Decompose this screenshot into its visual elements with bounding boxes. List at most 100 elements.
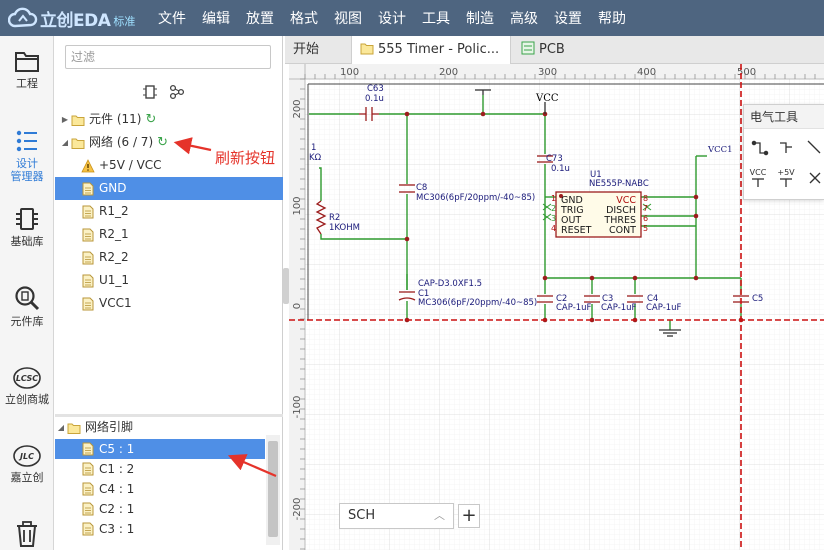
net-pin-label: C3 : 1 (99, 522, 135, 536)
schematic-drawing[interactable]: 100 200 300 400 500 200 100 0 -100 -200 (289, 64, 824, 550)
tab-label: 开始 (293, 42, 320, 57)
ruler-left-label: -200 (292, 498, 303, 521)
u1-pin-number: 7 (643, 204, 648, 213)
menu-item[interactable]: 文件 (158, 11, 186, 27)
panel-splitter[interactable] (55, 414, 283, 417)
plus5v-tool-icon[interactable] (780, 178, 792, 187)
menu-item[interactable]: 高级 (510, 11, 538, 27)
net-view-icon[interactable] (169, 84, 185, 100)
pin-list-scrollbar[interactable] (266, 435, 280, 545)
electrical-tools-palette: 电气工具 VCC +5V (743, 104, 824, 200)
rail-project[interactable]: 工程 (0, 48, 54, 90)
menu-item[interactable]: 工具 (422, 11, 450, 27)
jlc-icon: JLC (13, 445, 41, 467)
tree-group[interactable]: ◢ 网络 (6 / 7)↻ (55, 131, 283, 154)
u1-pin-name: CONT (609, 225, 636, 236)
panel-toolbar (143, 84, 185, 100)
tab-pcb[interactable]: PCB (513, 36, 603, 64)
netlabel-tool-icon[interactable] (807, 140, 821, 154)
component-view-icon[interactable] (143, 84, 157, 100)
u1-pin-name: RESET (561, 225, 592, 236)
rail-label: 基础库 (10, 235, 44, 248)
net-pin-item[interactable]: C3 : 1 (55, 519, 265, 539)
vcc-tool-icon[interactable] (752, 178, 764, 187)
electrical-tools-grid: VCC +5V (750, 140, 821, 187)
chip-icon (16, 208, 38, 230)
u1-label: U1 (590, 170, 602, 180)
rail-lcsc-mall[interactable]: LCSC 立创商城 (0, 366, 54, 406)
tree-item-label: 元件 (11) (89, 112, 142, 126)
schematic-canvas[interactable]: 100 200 300 400 500 200 100 0 -100 -200 (289, 64, 824, 550)
u1-pin-name: OUT (561, 215, 581, 226)
refresh-icon[interactable]: ↻ (145, 112, 157, 127)
document-icon (82, 522, 94, 536)
net-pin-item[interactable]: C4 : 1 (55, 479, 265, 499)
u1-pin-name: THRES (603, 215, 636, 226)
u1-pin-number: 1 (551, 194, 556, 203)
net-pin-label: C1 : 2 (99, 462, 135, 476)
bus-tool-icon[interactable] (780, 142, 792, 153)
menu-item[interactable]: 视图 (334, 11, 362, 27)
tree-item[interactable]: +5V / VCC (55, 154, 283, 177)
rail-design-manager[interactable]: 设计 管理器 (0, 128, 54, 183)
tree-group[interactable]: ▶ 元件 (11)↻ (55, 108, 283, 131)
u1-value: NE555P-NABC (589, 179, 649, 189)
r1-partial-value: KΩ (309, 153, 322, 163)
main-menu: 文件编辑放置格式视图设计工具制造高级设置帮助 (150, 8, 634, 28)
pins-header[interactable]: ◢ 网络引脚 (55, 416, 283, 439)
menu-item[interactable]: 设计 (378, 11, 406, 27)
tree-item[interactable]: R2_2 (55, 246, 283, 269)
tree-item[interactable]: R1_2 (55, 200, 283, 223)
caret-icon[interactable]: ▶ (61, 115, 69, 124)
tree-item[interactable]: R2_1 (55, 223, 283, 246)
c63-label: C63 (367, 84, 384, 94)
c4-label: C4 (647, 294, 658, 304)
filter-input[interactable] (65, 45, 271, 69)
add-sheet-button[interactable]: + (458, 504, 480, 528)
tab-schematic[interactable]: 555 Timer - Polic... (351, 36, 511, 65)
tree-item[interactable]: GND (55, 177, 283, 200)
net-pin-item[interactable]: C5 : 1 (55, 439, 265, 459)
tab-start[interactable]: 开始 (285, 36, 351, 64)
vcc-tool-label: VCC (750, 168, 767, 177)
menu-item[interactable]: 放置 (246, 11, 274, 27)
rail-jlc[interactable]: JLC 嘉立创 (0, 444, 54, 484)
edition-tag: 标准 (113, 14, 136, 28)
power-symbols (475, 89, 681, 337)
menu-item[interactable]: 编辑 (202, 11, 230, 27)
c3-value: CAP-1uF (601, 303, 637, 313)
scrollbar-thumb[interactable] (268, 441, 278, 537)
tree-item-label: 网络 (6 / 7) (89, 135, 154, 149)
c2-label: C2 (556, 294, 567, 304)
net-pin-item[interactable]: C1 : 2 (55, 459, 265, 479)
panel-collapse-handle[interactable] (283, 268, 289, 304)
u1-pin-name: GND (561, 195, 583, 206)
rail-component-library[interactable]: 元件库 (0, 284, 54, 328)
tree-item-label: R2_2 (99, 250, 129, 264)
folder-icon (71, 138, 85, 149)
ruler-top-label: 500 (737, 67, 756, 78)
palette-title: 电气工具 (744, 105, 824, 129)
noconnect-tool-icon[interactable] (809, 172, 821, 184)
menu-item[interactable]: 设置 (554, 11, 582, 27)
rail-basic-library[interactable]: 基础库 (0, 206, 54, 248)
sheet-select[interactable]: SCH ︿ (339, 503, 454, 529)
refresh-icon[interactable]: ↻ (157, 135, 169, 150)
tree-item[interactable]: VCC1 (55, 292, 283, 315)
ruler-left-label: 0 (292, 303, 303, 309)
tree-item[interactable]: U1_1 (55, 269, 283, 292)
u1-pin-name: VCC (616, 195, 636, 206)
menu-item[interactable]: 帮助 (598, 11, 626, 27)
wire-tool-icon[interactable] (751, 140, 769, 156)
c5-label: C5 (752, 294, 763, 304)
document-icon (82, 205, 94, 218)
rail-trash[interactable] (0, 520, 54, 550)
menu-item[interactable]: 制造 (466, 11, 494, 27)
caret-icon[interactable]: ◢ (61, 138, 69, 147)
menu-item[interactable]: 格式 (290, 11, 318, 27)
net-pin-item[interactable]: C2 : 1 (55, 499, 265, 519)
trash-icon (17, 521, 37, 547)
tab-label: PCB (539, 42, 565, 57)
app-logo[interactable]: 立创EDA 标准 (0, 6, 150, 31)
